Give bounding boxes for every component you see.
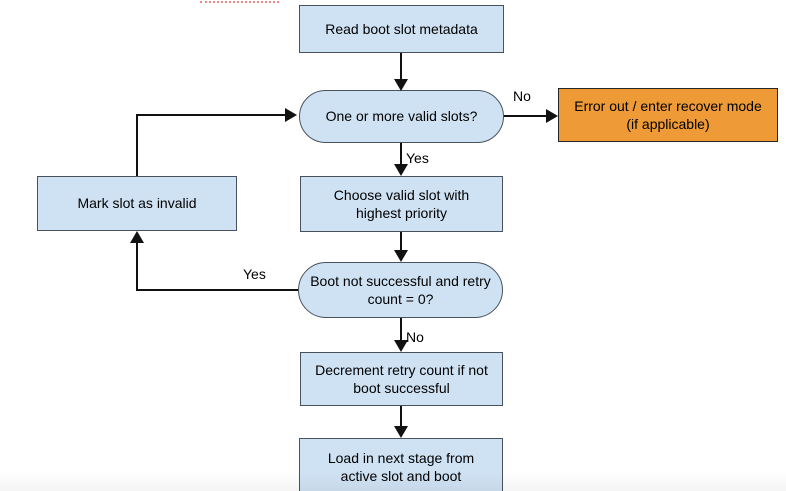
edge-label-no: No bbox=[513, 88, 531, 104]
arrowhead-down-icon bbox=[394, 164, 408, 176]
flow-node-label: Load in next stage from active slot and … bbox=[327, 449, 475, 484]
flow-node-choose-valid-slot: Choose valid slot with highest priority bbox=[300, 176, 503, 232]
red-dotted-line-artifact bbox=[200, 1, 279, 3]
arrowhead-down-icon bbox=[394, 250, 408, 262]
flow-node-label: Mark slot as invalid bbox=[77, 195, 197, 212]
flow-node-read-boot-slot-metadata: Read boot slot metadata bbox=[299, 5, 504, 53]
arrowhead-down-icon bbox=[394, 340, 408, 352]
flow-node-label: Choose valid slot with highest priority bbox=[333, 186, 470, 221]
connector-line bbox=[504, 115, 546, 117]
flow-node-label: Error out / enter recover mode (if appli… bbox=[574, 97, 762, 132]
flow-node-load-next-stage: Load in next stage from active slot and … bbox=[299, 438, 503, 491]
connector-line bbox=[136, 242, 138, 291]
connector-line bbox=[400, 232, 402, 251]
flow-node-label: One or more valid slots? bbox=[325, 108, 478, 125]
arrowhead-down-icon bbox=[394, 426, 408, 438]
arrowhead-right-icon bbox=[546, 109, 558, 123]
flow-decision-boot-retry: Boot not successful and retry count = 0? bbox=[298, 262, 503, 318]
connector-line bbox=[400, 406, 402, 427]
arrowhead-right-icon bbox=[285, 108, 297, 122]
flow-node-label: Boot not successful and retry count = 0? bbox=[310, 272, 491, 307]
edge-label-yes: Yes bbox=[406, 150, 429, 166]
flow-node-mark-slot-invalid: Mark slot as invalid bbox=[37, 176, 237, 231]
arrowhead-down-icon bbox=[394, 79, 408, 91]
connector-line bbox=[136, 114, 285, 116]
connector-line bbox=[400, 318, 402, 341]
connector-line bbox=[400, 53, 402, 81]
edge-label-no: No bbox=[406, 329, 424, 345]
connector-line bbox=[400, 143, 402, 165]
arrowhead-up-icon bbox=[130, 231, 144, 243]
flow-node-label: Read boot slot metadata bbox=[325, 20, 478, 37]
connector-line bbox=[136, 114, 138, 176]
connector-line bbox=[137, 289, 298, 291]
flow-node-label: Decrement retry count if not boot succes… bbox=[315, 361, 488, 396]
flow-node-decrement-retry: Decrement retry count if not boot succes… bbox=[300, 352, 503, 406]
edge-label-yes: Yes bbox=[243, 266, 266, 282]
flow-node-error-recover: Error out / enter recover mode (if appli… bbox=[558, 88, 778, 142]
flow-decision-valid-slots: One or more valid slots? bbox=[299, 90, 504, 143]
